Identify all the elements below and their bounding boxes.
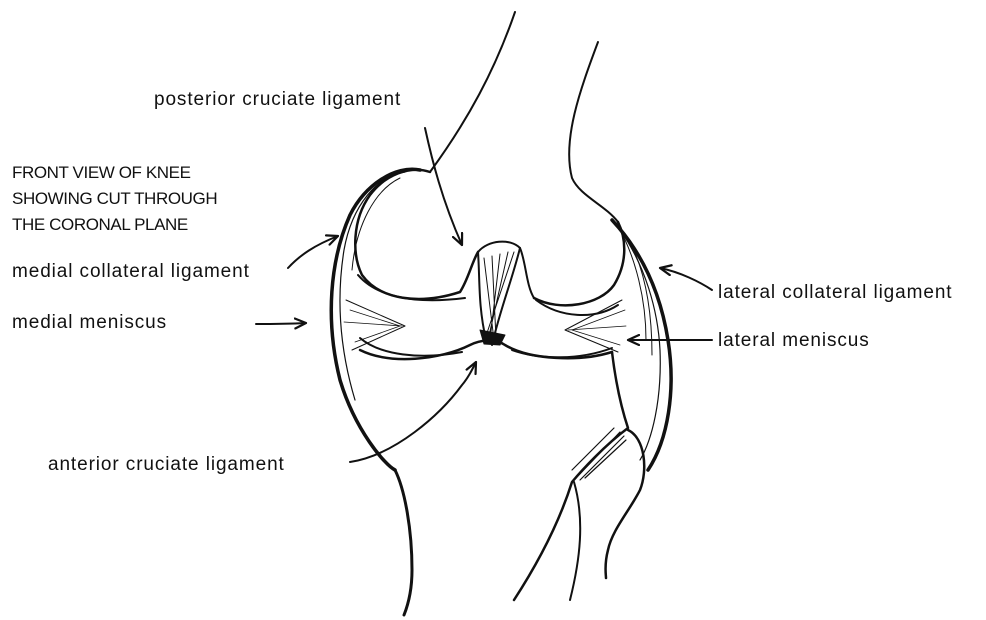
fibula [606,430,645,578]
medial-condyle [355,170,478,299]
intercondylar-notch [478,242,534,298]
medial-capsule [331,169,420,470]
femur-medial-edge [430,12,515,172]
arrow-posterior-cruciate [425,128,462,245]
title-line-2: SHOWING CUT THROUGH [12,186,217,212]
tibia-medial-edge [395,470,412,615]
figure-title: FRONT VIEW OF KNEE SHOWING CUT THROUGH T… [12,160,217,238]
arrow-lateral-collateral [660,268,712,290]
arrow-medial-collateral [288,236,338,268]
title-line-1: FRONT VIEW OF KNEE [12,160,217,186]
label-anterior-cruciate-ligament: anterior cruciate ligament [48,454,285,476]
label-medial-collateral-ligament: medial collateral ligament [12,261,250,283]
label-lateral-collateral-ligament: lateral collateral ligament [718,282,952,304]
label-lateral-meniscus: lateral meniscus [718,330,870,352]
title-line-3: THE CORONAL PLANE [12,212,217,238]
arrow-anterior-cruciate [350,362,476,462]
tibia-lateral-edge [514,352,628,600]
femur-lateral-edge [569,42,618,222]
lateral-condyle [534,222,624,305]
label-medial-meniscus: medial meniscus [12,312,167,334]
label-posterior-cruciate-ligament: posterior cruciate ligament [154,89,401,111]
arrow-medial-meniscus [256,323,306,324]
